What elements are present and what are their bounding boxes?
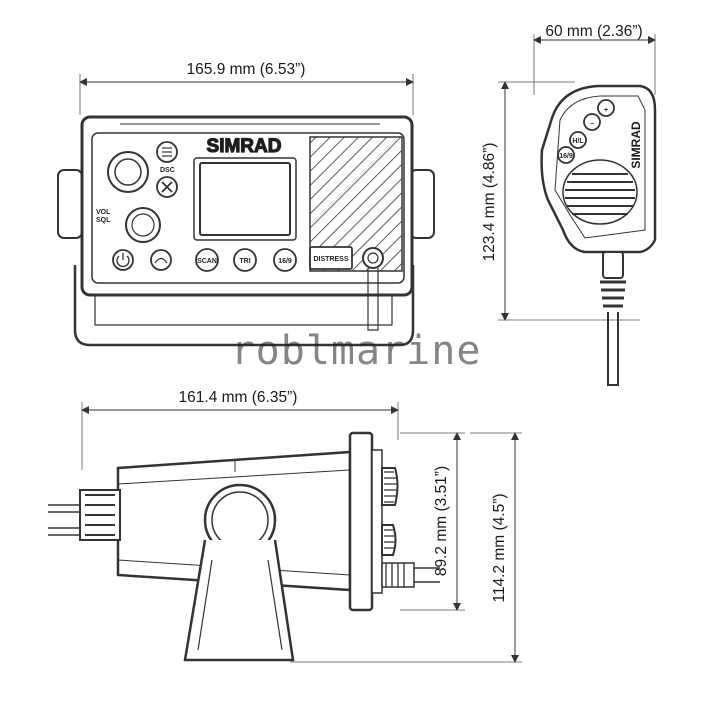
- mic-16-button[interactable]: [557, 146, 575, 164]
- front-view: 165.9 mm (6.53”) SIMRAD VOL SQL DSC: [57, 61, 435, 347]
- side-depth-label: 161.4 mm (6.35”): [179, 389, 298, 406]
- mic-brand-logo: SIMRAD: [629, 121, 643, 169]
- scan-label: SCAN: [197, 258, 217, 265]
- weather-button[interactable]: [150, 249, 172, 271]
- svg-text:+: +: [604, 107, 608, 114]
- side-view: 161.4 mm (6.35”) 89.2 mm (3.51”) 114.2 m…: [48, 389, 522, 663]
- microphone-view: 60 mm (2.36”) 123.4 mm (4.86”) + − H/L 1…: [481, 23, 657, 386]
- mic-down-button[interactable]: [583, 113, 601, 131]
- front-width-label: 165.9 mm (6.53”): [187, 61, 306, 78]
- ch16-button[interactable]: [273, 248, 297, 272]
- distress-button[interactable]: [309, 246, 353, 270]
- side-body-height-label: 89.2 mm (3.51”): [433, 466, 450, 576]
- dsc-label: DSC: [160, 167, 175, 174]
- mic-height-label: 123.4 mm (4.86”): [481, 143, 498, 262]
- distress-label: DISTRESS: [313, 256, 348, 263]
- brand-logo: SIMRAD: [207, 136, 282, 157]
- vol-sql-label: VOL: [96, 209, 111, 216]
- mic-16-label: 16/9: [559, 153, 573, 160]
- mic-width-label: 60 mm (2.36”): [545, 23, 642, 40]
- ch16-label: 16/9: [278, 258, 292, 265]
- scan-button[interactable]: [195, 248, 219, 272]
- side-total-height-label: 114.2 mm (4.5”): [491, 493, 508, 602]
- mic-hl-button[interactable]: [569, 131, 587, 149]
- svg-text:SQL: SQL: [96, 217, 111, 224]
- watermark-text: roblmarine: [231, 328, 482, 374]
- tri-label: TRI: [239, 258, 250, 265]
- mic-hl-label: H/L: [572, 138, 584, 145]
- mic-up-button[interactable]: [597, 99, 615, 117]
- tri-button[interactable]: [233, 248, 257, 272]
- svg-text:−: −: [590, 121, 594, 128]
